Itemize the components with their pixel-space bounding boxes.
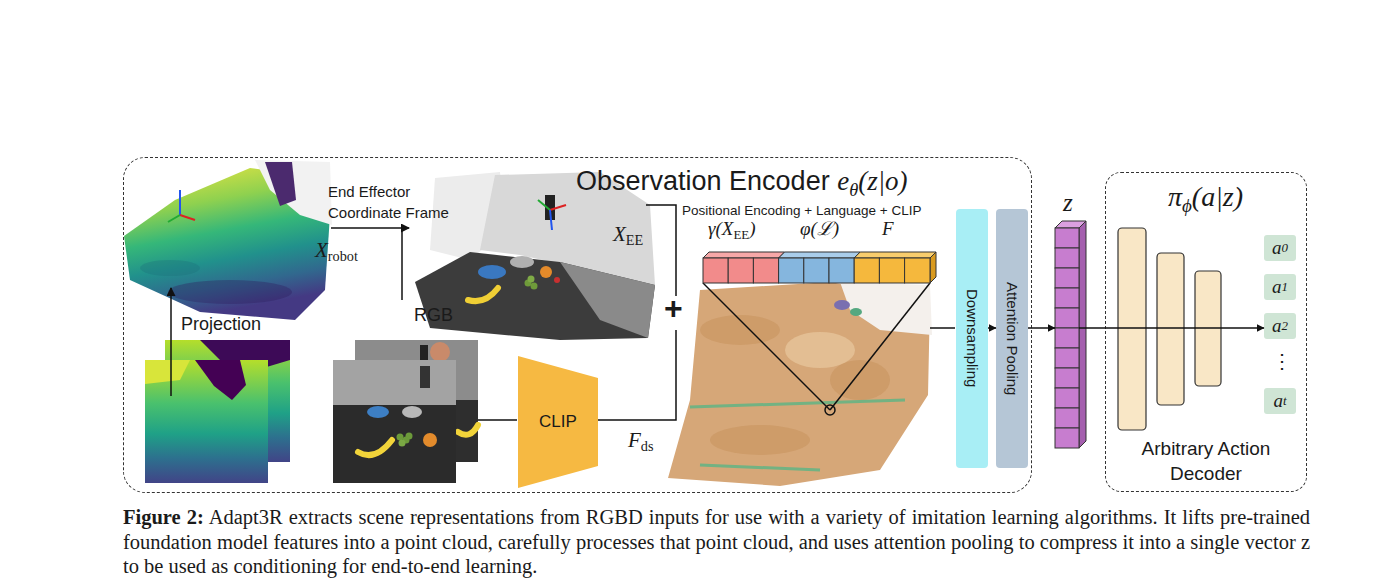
text-run: 1 xyxy=(1282,280,1288,295)
action-token: a0 xyxy=(1264,235,1296,261)
annotation: Positional Encoding + Language + CLIP xyxy=(682,203,921,219)
action-token: a1 xyxy=(1264,274,1296,300)
feature-point-cloud xyxy=(668,282,932,486)
vector-cell xyxy=(1055,228,1079,248)
text-run: X xyxy=(315,238,328,262)
depth-point-cloud xyxy=(124,160,332,320)
mlp-layers xyxy=(1118,228,1221,430)
text-run: ϕ xyxy=(1182,195,1192,216)
vector-side xyxy=(1079,221,1086,448)
text-run: (z|o) xyxy=(858,166,907,196)
annotation: F xyxy=(882,218,894,240)
text-run: θ xyxy=(849,180,858,200)
text-run: φ(ℒ) xyxy=(800,218,839,239)
text-run: (a|z) xyxy=(1192,181,1243,212)
node-label: at xyxy=(1264,388,1296,414)
figure-caption: Figure 2: Adapt3R extracts scene represe… xyxy=(123,505,1310,579)
text-run: X xyxy=(613,222,626,246)
downsampling-layer: Downsampling xyxy=(956,209,988,468)
annotation: Projection xyxy=(181,314,261,335)
action-token: at xyxy=(1264,388,1296,414)
node-label: Arbitrary Action Decoder xyxy=(1126,436,1286,486)
vector-cell xyxy=(1055,408,1079,428)
vector-cell xyxy=(1055,308,1079,328)
text-run: robot xyxy=(328,248,358,264)
node-label: Attention Pooling xyxy=(996,209,1028,468)
rgb-point-cloud xyxy=(415,172,655,340)
token-bar xyxy=(703,252,936,283)
text-run: 0 xyxy=(1282,241,1288,256)
text-run: t xyxy=(1283,394,1287,409)
text-run: Observation Encoder xyxy=(576,166,837,196)
node-label: a1 xyxy=(1264,274,1296,300)
vector-cell xyxy=(1055,428,1079,448)
annotation: γ(XEE) xyxy=(708,218,756,243)
annotation: End Effector Coordinate Frame xyxy=(328,181,463,223)
text-run: 2 xyxy=(1282,319,1288,334)
annotation: φ(ℒ) xyxy=(800,218,839,240)
text-run: ) xyxy=(749,218,755,239)
arrow-connector xyxy=(1079,327,1264,329)
vector-cell xyxy=(1055,328,1079,348)
node-label: Downsampling xyxy=(956,209,988,468)
text-run: π xyxy=(1168,181,1182,212)
text-run: Figure 2: xyxy=(123,506,204,528)
action-decoder: πϕ(a|z)Arbitrary Action Decodera0a1a2at xyxy=(1105,172,1307,492)
depth-images xyxy=(145,340,290,483)
vector-cell xyxy=(1055,268,1079,288)
node-label: z xyxy=(1063,188,1073,218)
text-run: z xyxy=(1063,189,1073,216)
text-run: a xyxy=(1272,315,1282,337)
vector-cell xyxy=(1055,368,1079,388)
node-label: a0 xyxy=(1264,235,1296,261)
vector-cell xyxy=(1055,248,1079,268)
text-run: EE xyxy=(733,227,749,242)
vector-cell xyxy=(1055,388,1079,408)
text-run: a xyxy=(1272,276,1282,298)
annotation: Fds xyxy=(628,428,654,455)
text-run: a xyxy=(1272,237,1282,259)
annotation: + xyxy=(664,290,683,327)
annotation: ⋮ xyxy=(1272,350,1292,373)
text-run: EE xyxy=(626,232,643,248)
action-token: a2 xyxy=(1264,313,1296,339)
text-run: F xyxy=(882,218,894,239)
vector-top xyxy=(1055,221,1086,228)
text-run: γ( xyxy=(708,218,722,239)
text-run: X xyxy=(722,218,734,239)
attention-pooling-layer: Attention Pooling xyxy=(996,209,1028,468)
latent-vector: z xyxy=(1055,228,1079,448)
node-label: CLIP xyxy=(518,356,598,488)
vector-stack xyxy=(1055,220,1089,452)
clip-encoder: CLIP xyxy=(518,356,598,488)
annotation: XEE xyxy=(613,222,643,249)
annotation: RGB xyxy=(414,305,453,326)
annotation: Xrobot xyxy=(315,238,358,265)
trapezoid-outline xyxy=(518,356,598,488)
node-label: a2 xyxy=(1264,313,1296,339)
vector-cell xyxy=(1055,288,1079,308)
arrow-connector xyxy=(988,327,996,329)
rgb-images xyxy=(333,340,478,483)
text-run: a xyxy=(1273,390,1283,412)
vector-cell xyxy=(1055,348,1079,368)
arrow-connector xyxy=(1028,327,1055,329)
node-label: Observation Encoder eθ(z|o) xyxy=(576,166,908,201)
text-run: Adapt3R extracts scene representations f… xyxy=(123,506,1310,577)
text-run: ds xyxy=(641,438,654,454)
text-run: F xyxy=(628,428,641,452)
text-run: e xyxy=(837,166,849,196)
node-label: πϕ(a|z) xyxy=(1106,181,1305,217)
